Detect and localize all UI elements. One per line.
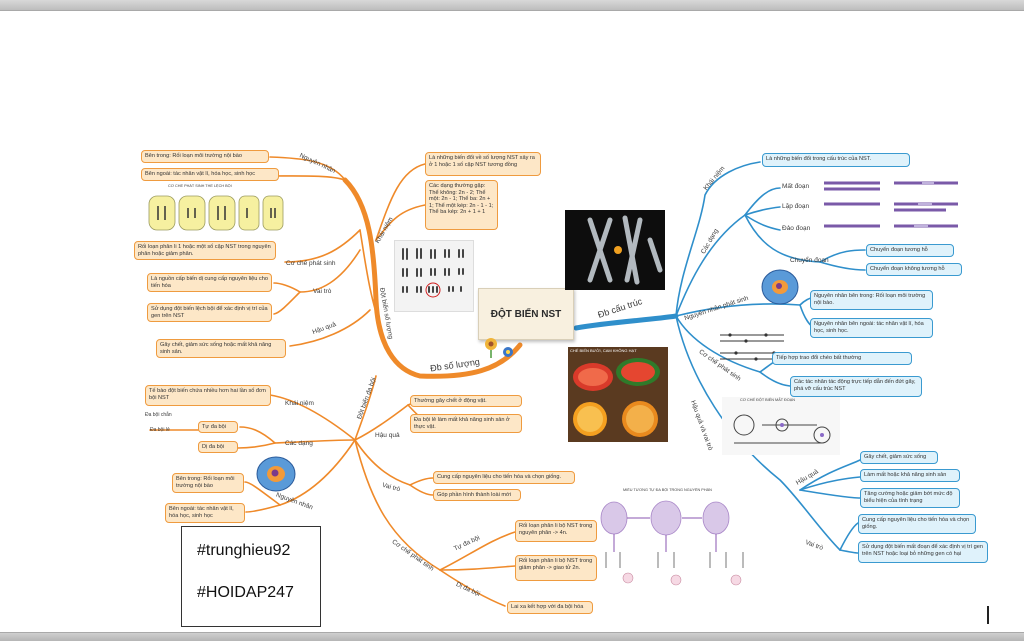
node-hq-da-boi-2[interactable]: Đa bội lẻ làm mất khả năng sinh sản ở th… [410, 414, 522, 433]
cell-image-left [255, 455, 297, 493]
label-mat-doan: Mất đoạn [782, 183, 810, 190]
karyotype-image [394, 240, 474, 312]
center-node[interactable]: ĐỘT BIẾN NST [478, 288, 574, 340]
node-nn-cau-truc-1[interactable]: Nguyên nhân bên trong: Rối loạn môi trườ… [810, 290, 933, 310]
label-vai-tro: Vai trò [313, 288, 332, 295]
text-cursor [987, 606, 989, 624]
node-khai-niem-da-boi[interactable]: Tế bào đột biến chứa nhiều hơn hai lần s… [145, 385, 271, 406]
node-ben-ngoai[interactable]: Bên ngoài: tác nhân vật lí, hóa học, sin… [141, 168, 279, 181]
node-vt-cau-truc-2[interactable]: Sử dụng đột biến mất đoạn để xác định vị… [858, 541, 988, 563]
label-khai-niem-da-boi: Khái niệm [285, 400, 314, 407]
node-khai-niem-le-boi[interactable]: Là những biến đổi về số lượng NST xảy ra… [425, 152, 541, 176]
node-vai-tro-1[interactable]: Là nguồn cấp biến dị cung cấp nguyên liệ… [147, 273, 272, 292]
node-cc-da-boi-1[interactable]: Rối loạn phân li bộ NST trong nguyên phâ… [515, 520, 597, 542]
node-hq-cau-truc-1[interactable]: Gây chết, giảm sức sống [860, 451, 938, 464]
node-chuyen-doan-1[interactable]: Chuyển đoạn tương hỗ [866, 244, 954, 257]
window-bottom-bar [0, 632, 1024, 641]
center-title: ĐỘT BIẾN NST [490, 308, 562, 320]
node-cc-da-boi-2[interactable]: Rối loạn phân li bộ NST trong giảm phân … [515, 555, 597, 581]
cell-image-right [760, 268, 800, 306]
fruit-photo-caption: CHẾ BIẾN BƯỞI, CAM KHÔNG HẠT [570, 348, 637, 353]
node-hq-da-boi-1[interactable]: Thường gây chết ở động vật. [410, 395, 522, 407]
node-cc-cau-truc-1[interactable]: Tiếp hợp trao đổi chéo bất thường [772, 352, 912, 365]
le-boi-diagram-caption: CƠ CHẾ PHÁT SINH THỂ LỆCH BỘI [168, 184, 232, 188]
node-nn-da-boi-1[interactable]: Bên trong: Rối loạn môi trường nội bào [172, 473, 244, 493]
watermark-box: #trunghieu92 #HOIDAP247 [181, 526, 321, 627]
node-nn-da-boi-2[interactable]: Bên ngoài: tác nhân vật lí, hóa học, sin… [165, 503, 245, 523]
node-hau-qua-le-boi[interactable]: Gây chết, giảm sức sống hoặc mất khả năn… [156, 339, 286, 358]
fruit-photo: CHẾ BIẾN BƯỞI, CAM KHÔNG HẠT [568, 347, 668, 442]
node-ben-trong[interactable]: Bên trong: Rối loạn môi trường nội bào [141, 150, 269, 163]
watermark-line-1: #trunghieu92 [197, 542, 291, 559]
label-cac-dang-da-boi: Các dạng [285, 440, 313, 447]
label-dao-doan: Đảo đoạn [782, 225, 811, 232]
node-khai-niem-cau-truc[interactable]: Là những biến đổi trong cấu trúc của NST… [762, 153, 910, 167]
node-co-che-le-boi[interactable]: Rối loạn phân li 1 hoặc một số cặp NST t… [134, 241, 276, 260]
watermark-line-2: #HOIDAP247 [197, 584, 294, 601]
chromosome-photo [565, 210, 665, 290]
le-boi-diagram: CƠ CHẾ PHÁT SINH THỂ LỆCH BỘI [143, 184, 291, 236]
node-nn-cau-truc-2[interactable]: Nguyên nhân bên ngoài: tác nhân vật lí, … [810, 318, 933, 338]
node-tu-da-boi[interactable]: Tự đa bội [198, 421, 238, 433]
mat-doan-diagram: CƠ CHẾ ĐỘT BIẾN MẤT ĐOẠN [722, 397, 840, 455]
label-hau-qua-da-boi: Hậu quả [375, 432, 400, 439]
node-cac-dang-le-boi[interactable]: Các dạng thường gặp: Thể không: 2n - 2; … [425, 180, 498, 230]
node-vt-cau-truc-1[interactable]: Cung cấp nguyên liệu cho tiến hóa và chọ… [858, 514, 976, 534]
da-boi-diagram-caption: MIÊU TƯƠNG TỰ ĐA BỘI TRONG NGUYÊN PHÂN [623, 488, 712, 492]
chromosome-segments-diagram [822, 178, 962, 238]
window-top-bar [0, 0, 1024, 11]
node-cc-cau-truc-2[interactable]: Các tác nhân tác động trực tiếp dẫn đến … [790, 376, 922, 397]
node-hq-cau-truc-3[interactable]: Tăng cường hoặc giảm bớt mức độ biểu hiệ… [860, 488, 960, 508]
node-chuyen-doan-2[interactable]: Chuyển đoạn không tương hỗ [866, 263, 962, 276]
node-vt-da-boi-1[interactable]: Cung cấp nguyên liệu cho tiến hóa và chọ… [433, 471, 575, 484]
node-vai-tro-2[interactable]: Sử dụng đột biến lệch bội để xác định vị… [147, 303, 272, 322]
node-hq-cau-truc-2[interactable]: Làm mất hoặc khả năng sinh sản [860, 469, 960, 482]
da-boi-diagram: MIÊU TƯƠNG TỰ ĐA BỘI TRONG NGUYÊN PHÂN [598, 488, 768, 603]
node-di-da-boi[interactable]: Dị đa bội [198, 441, 238, 453]
flower-icon [482, 330, 518, 360]
label-lap-doan: Lặp đoạn [782, 203, 810, 210]
label-co-che-phat-sinh: Cơ chế phát sinh [286, 260, 336, 267]
label-chuyen-doan: Chuyển đoạn [790, 257, 829, 264]
node-cc-da-boi-3[interactable]: Lai xa kết hợp với đa bội hóa [507, 601, 593, 614]
mat-doan-diagram-caption: CƠ CHẾ ĐỘT BIẾN MẤT ĐOẠN [740, 398, 796, 402]
label-da-boi-chan: Đa bội chẵn [145, 412, 172, 418]
node-vt-da-boi-2[interactable]: Góp phần hình thành loài mới [433, 489, 521, 501]
label-da-boi-le: Đa bội lẻ [150, 427, 170, 433]
